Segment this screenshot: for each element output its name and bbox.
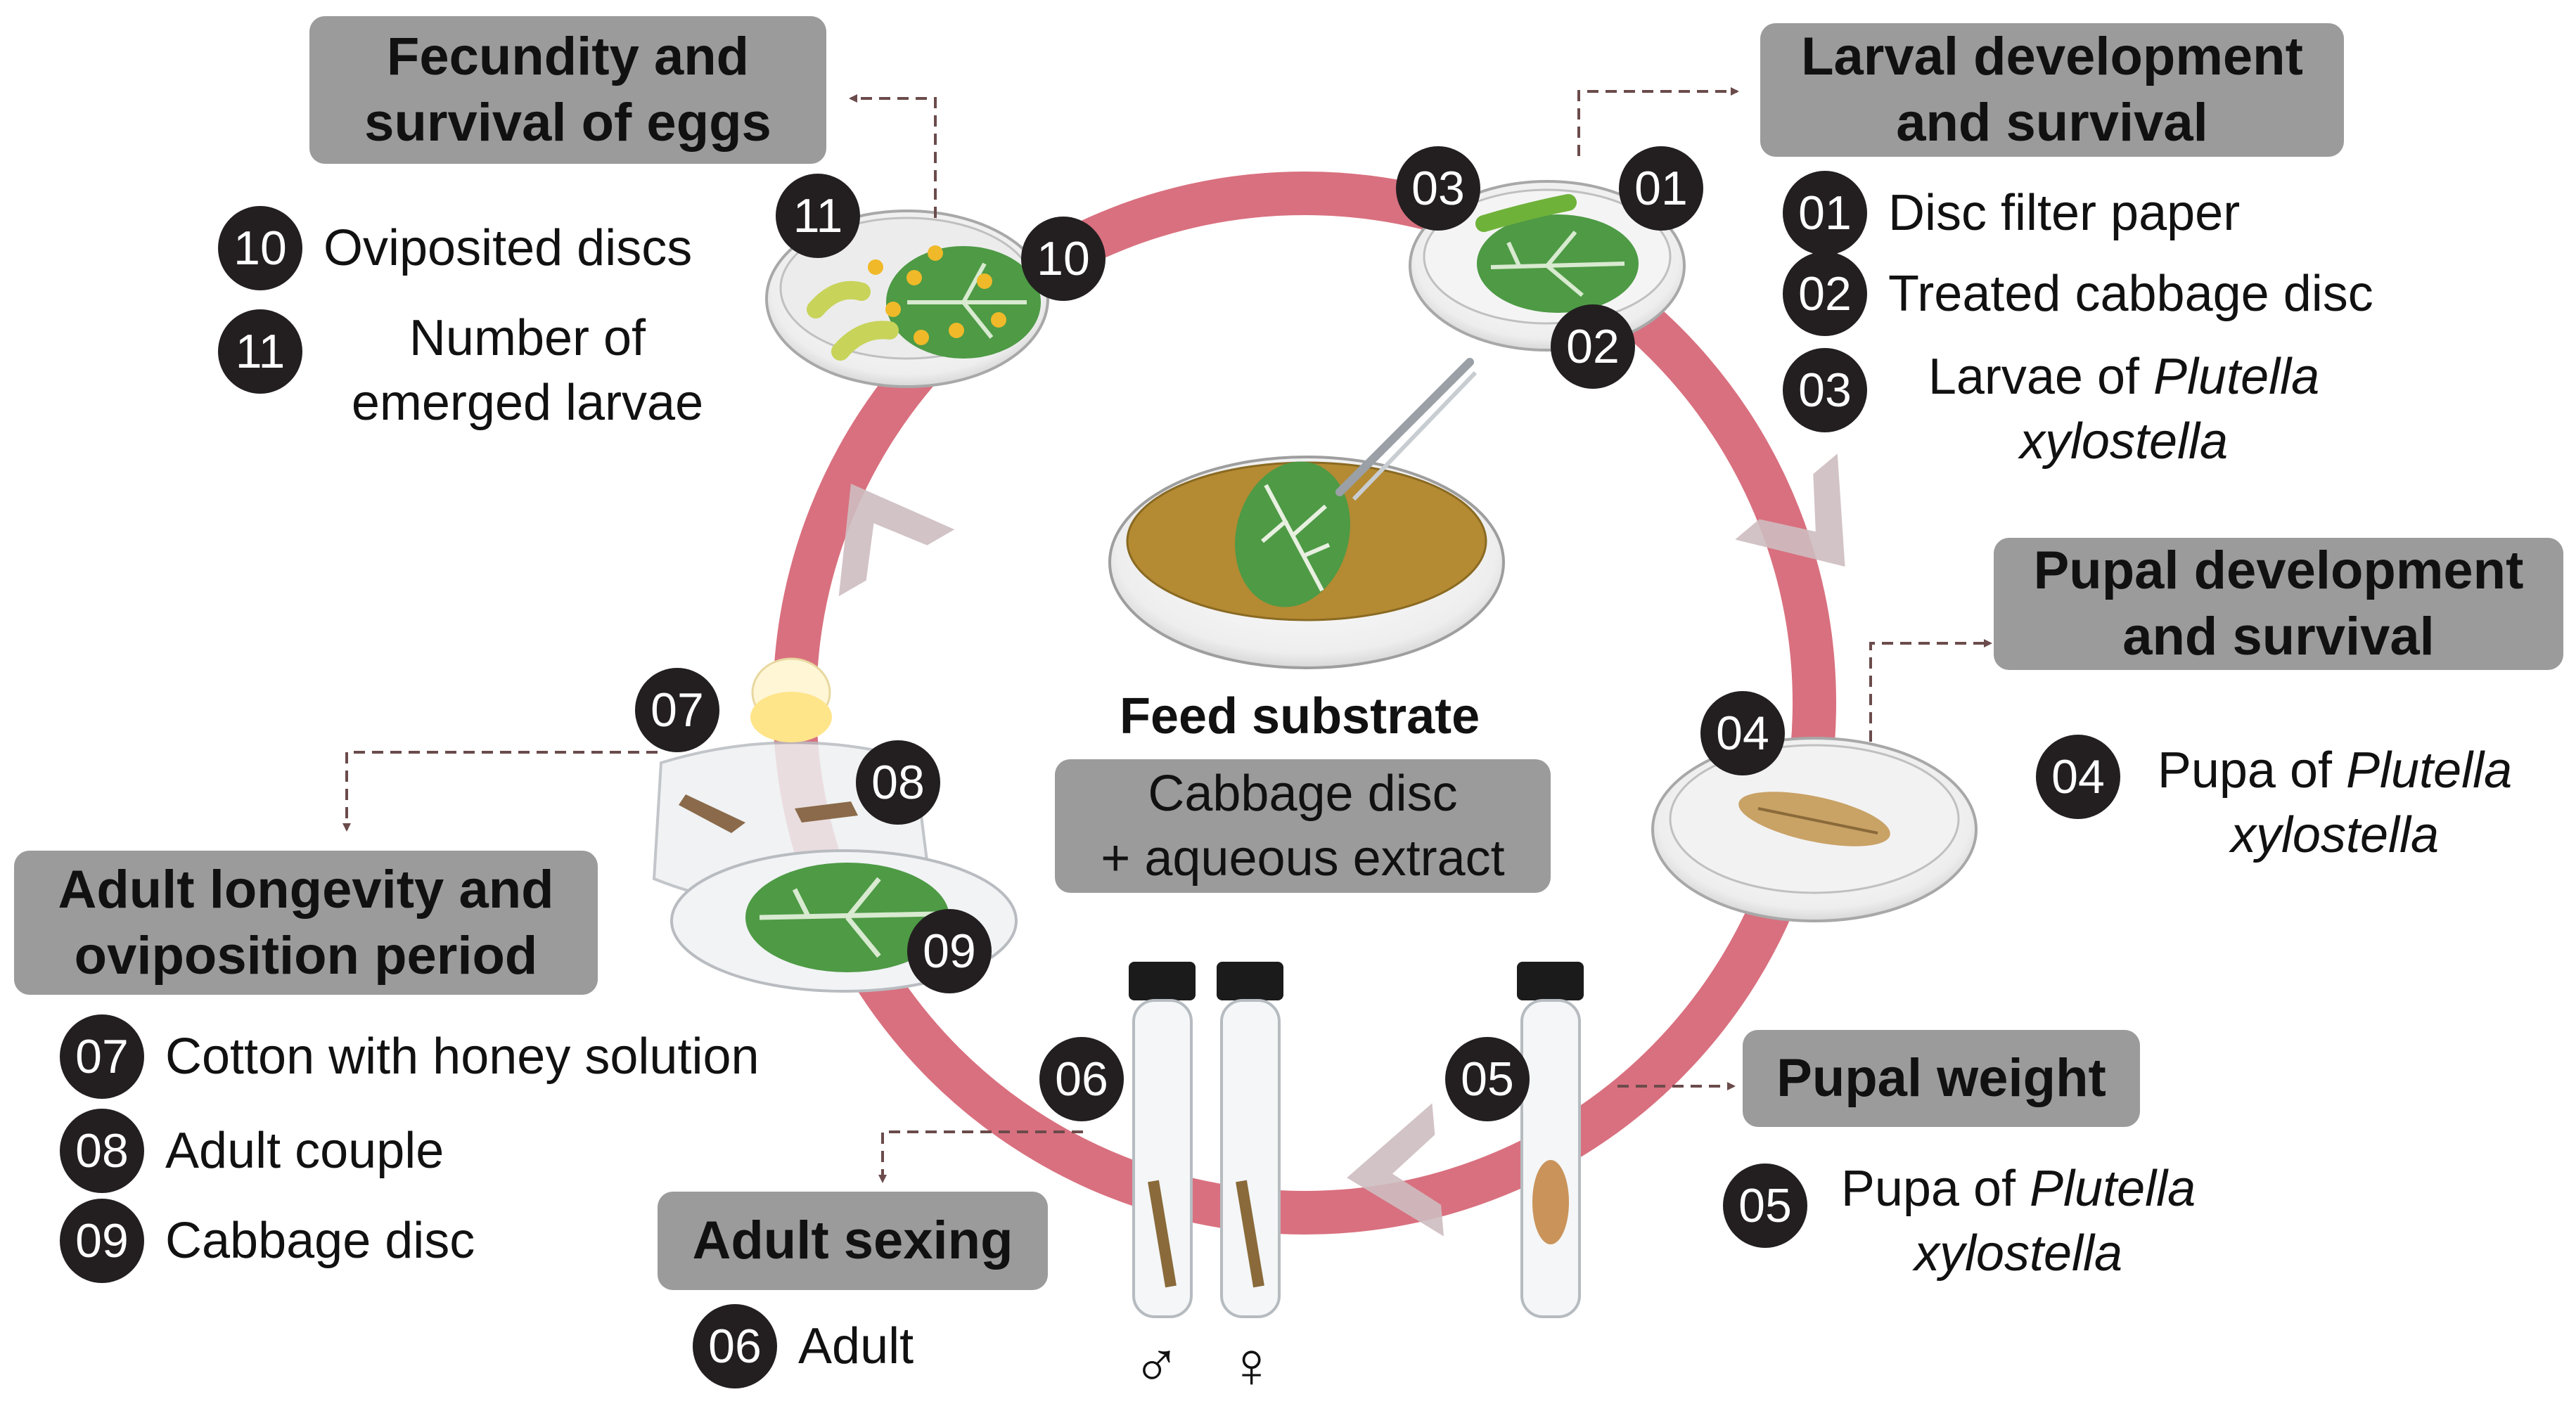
sexing-item-06: 06 Adult	[693, 1304, 914, 1388]
image-badge-08: 08	[856, 740, 940, 825]
larval-title-line2: and survival	[1896, 93, 2208, 153]
image-badge-03: 03	[1396, 146, 1480, 231]
connector-longevity	[342, 751, 658, 832]
sexing-badge-06: 06	[693, 1304, 777, 1388]
feed-substrate-line2: + aqueous extract	[1101, 830, 1505, 887]
longevity-badge-07: 07	[60, 1014, 144, 1099]
longevity-item-07: 07 Cotton with honey solution	[60, 1014, 760, 1099]
pupal-label-04: Pupa of Plutella xylostella	[2157, 742, 2513, 863]
longevity-item-08: 08 Adult couple	[60, 1109, 444, 1193]
image-badge-05: 05	[1445, 1037, 1530, 1121]
fecundity-badge-10: 10	[218, 206, 302, 290]
longevity-badge-08: 08	[60, 1109, 144, 1193]
larval-item-02: 02 Treated cabbage disc	[1783, 252, 2373, 336]
connector-larval	[1577, 87, 1739, 156]
image-badge-02: 02	[1551, 304, 1635, 389]
longevity-title-line2: oviposition period	[74, 925, 538, 986]
feed-substrate-dish	[1108, 358, 1505, 669]
image-badge-10: 10	[1021, 217, 1106, 301]
pupal-badge-04: 04	[2036, 735, 2120, 819]
longevity-item-09: 09 Cabbage disc	[60, 1199, 475, 1283]
fecundity-title-line1: Fecundity and	[386, 27, 750, 86]
larval-label-01: Disc filter paper	[1888, 185, 2241, 241]
larval-dish	[1409, 180, 1686, 352]
image-badge-11: 11	[776, 174, 860, 258]
feed-substrate-line1: Cabbage disc	[1148, 766, 1458, 822]
weight-label-05: Pupa of Plutella xylostella	[1840, 1161, 2196, 1282]
longevity-label-09: Cabbage disc	[165, 1213, 475, 1269]
larval-label-02: Treated cabbage disc	[1888, 266, 2373, 322]
weight-badge-05: 05	[1723, 1164, 1807, 1248]
image-badge-01: 01	[1619, 146, 1703, 231]
cycle-chevron-right	[1735, 453, 1845, 567]
longevity-title-box: Adult longevity and oviposition period	[14, 851, 598, 995]
pupal-title-box: Pupal development and survival	[1994, 538, 2563, 670]
weight-tube	[1517, 962, 1584, 1318]
image-badge-04: 04	[1700, 691, 1785, 775]
fecundity-dish	[765, 210, 1049, 388]
connector-fecundity	[849, 94, 937, 218]
fecundity-title-line2: survival of eggs	[364, 93, 771, 153]
fecundity-badge-11: 11	[218, 309, 302, 394]
sexing-label-06: Adult	[798, 1318, 914, 1374]
fecundity-label-10: Oviposited discs	[323, 220, 693, 276]
fecundity-item-10: 10 Oviposited discs	[218, 206, 692, 290]
sexing-tubes	[1129, 962, 1283, 1318]
image-badge-09: 09	[907, 909, 992, 993]
longevity-label-07: Cotton with honey solution	[165, 1029, 760, 1085]
larval-title-box: Larval development and survival	[1760, 23, 2344, 157]
larval-label-03: Larvae of Plutella xylostella	[1928, 349, 2320, 470]
weight-title-box: Pupal weight	[1743, 1030, 2140, 1127]
longevity-label-08: Adult couple	[165, 1123, 444, 1179]
feed-substrate-title: Feed substrate	[1120, 688, 1480, 745]
larval-badge-01: 01	[1783, 171, 1867, 255]
female-symbol: ♀	[1227, 1329, 1276, 1401]
pupal-title-line2: and survival	[2122, 607, 2435, 666]
feed-substrate-box: Cabbage disc + aqueous extract	[1055, 759, 1551, 893]
pupa-dish	[1651, 737, 1978, 922]
male-symbol: ♂	[1132, 1329, 1181, 1401]
pupal-title-line1: Pupal development	[2033, 541, 2524, 600]
connector-pupal	[1869, 639, 1992, 742]
cycle-chevron-top-left	[838, 484, 955, 597]
fecundity-label-11: Number of emerged larvae	[351, 310, 704, 431]
larval-badge-03: 03	[1783, 348, 1867, 432]
image-badge-07: 07	[635, 668, 719, 752]
fecundity-title-box: Fecundity and survival of eggs	[309, 16, 826, 164]
larval-title-line1: Larval development	[1801, 27, 2303, 86]
cycle-chevron-bottom	[1347, 1103, 1444, 1237]
image-badge-06: 06	[1039, 1037, 1124, 1121]
larval-badge-02: 02	[1783, 252, 1867, 336]
longevity-title-line1: Adult longevity and	[58, 859, 554, 920]
larval-item-01: 01 Disc filter paper	[1783, 171, 2240, 255]
longevity-badge-09: 09	[60, 1199, 144, 1283]
sexing-title-box: Adult sexing	[658, 1192, 1048, 1290]
